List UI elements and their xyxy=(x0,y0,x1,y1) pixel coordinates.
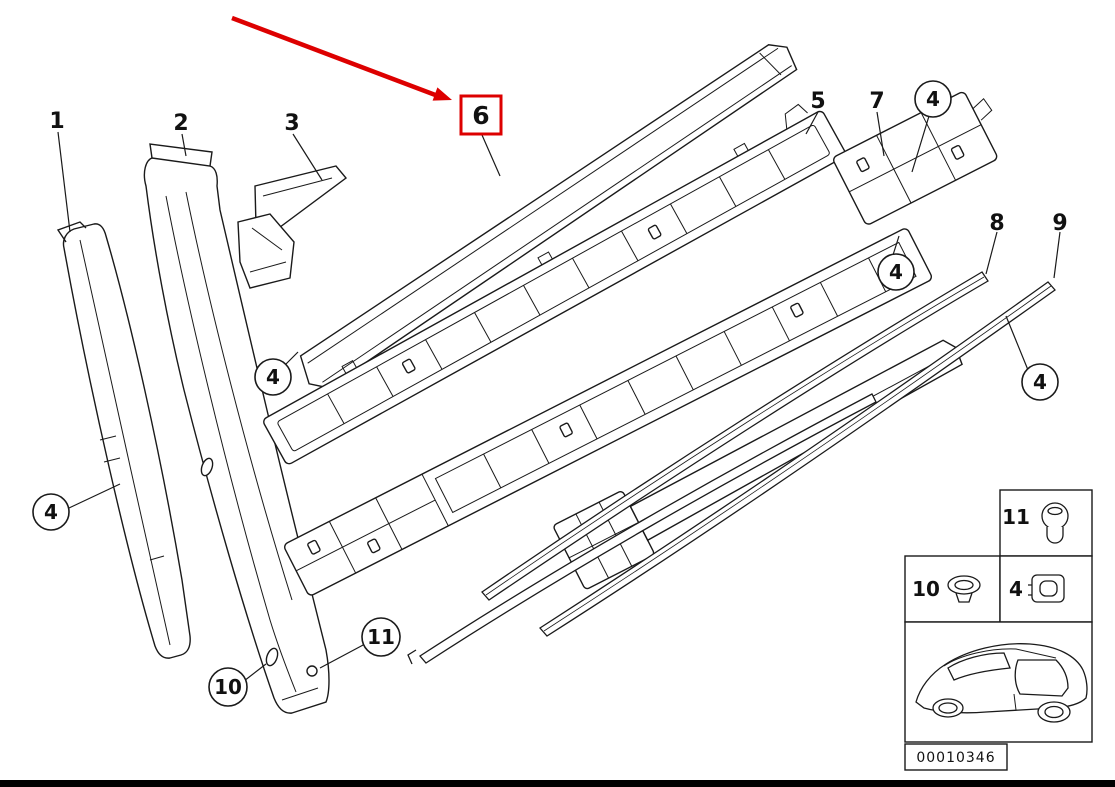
part-7-drawing xyxy=(833,91,998,225)
callout-4-circle-a[interactable]: 4 xyxy=(32,493,70,531)
legend-fastener-label[interactable]: 11 xyxy=(1002,505,1030,529)
legend xyxy=(904,489,1093,771)
highlight-arrow xyxy=(231,15,452,101)
legend-grommet-label[interactable]: 4 xyxy=(1009,577,1023,601)
callout-6-label[interactable]: 6 xyxy=(472,101,489,130)
callout-8-label[interactable]: 8 xyxy=(989,211,1004,236)
callout-4-circle-c[interactable]: 4 xyxy=(877,253,915,291)
highlight-arrow-line xyxy=(231,15,439,99)
svg-text:10[interactable]: 10 xyxy=(214,675,242,699)
legend-cell-fastener[interactable] xyxy=(999,489,1093,557)
callout-3-label[interactable]: 3 xyxy=(284,111,299,136)
part-9-drawing xyxy=(539,281,1056,637)
callout-11-circle[interactable]: 11 xyxy=(361,617,401,657)
grommet-icon xyxy=(1028,574,1065,603)
callout-5-label[interactable]: 5 xyxy=(810,89,825,114)
part-6-drawing xyxy=(299,44,798,389)
callout-1-label[interactable]: 1 xyxy=(49,109,64,134)
doc-number-box xyxy=(904,743,1008,771)
part-8-drawing xyxy=(481,271,989,601)
part-3-drawing xyxy=(237,165,348,289)
bottom-strip-drawing xyxy=(407,393,877,665)
svg-text:4[interactable]: 4 xyxy=(889,260,903,284)
svg-text:4[interactable]: 4 xyxy=(44,500,58,524)
highlight-arrow-head xyxy=(432,87,452,101)
rivet-icon xyxy=(1041,502,1069,544)
highlight-box xyxy=(459,94,503,136)
svg-text:4[interactable]: 4 xyxy=(266,365,280,389)
callout-9-label[interactable]: 9 xyxy=(1052,211,1067,236)
callout-4-circle-d[interactable]: 4 xyxy=(914,80,952,118)
part-1-drawing xyxy=(56,221,191,659)
part-4-frame-drawing xyxy=(284,228,933,596)
callout-7-label[interactable]: 7 xyxy=(869,89,884,114)
legend-clip-label[interactable]: 10 xyxy=(912,577,940,601)
callout-2-label[interactable]: 2 xyxy=(173,111,188,136)
part-5-drawing xyxy=(263,103,846,465)
car-thumbnail xyxy=(915,643,1088,723)
doc-number: 00010346 xyxy=(916,750,995,766)
bottom-edge-bar xyxy=(0,780,1115,787)
svg-text:11[interactable]: 11 xyxy=(367,625,395,649)
clip-icon xyxy=(947,575,981,603)
svg-text:4[interactable]: 4 xyxy=(1033,370,1047,394)
part-2-drawing xyxy=(143,143,330,714)
callout-4-circle-e[interactable]: 4 xyxy=(1021,363,1059,401)
callout-10-circle[interactable]: 10 xyxy=(208,667,248,707)
svg-text:4[interactable]: 4 xyxy=(926,87,940,111)
callout-4-circle-b[interactable]: 4 xyxy=(254,358,292,396)
leader-lines xyxy=(57,111,1061,682)
